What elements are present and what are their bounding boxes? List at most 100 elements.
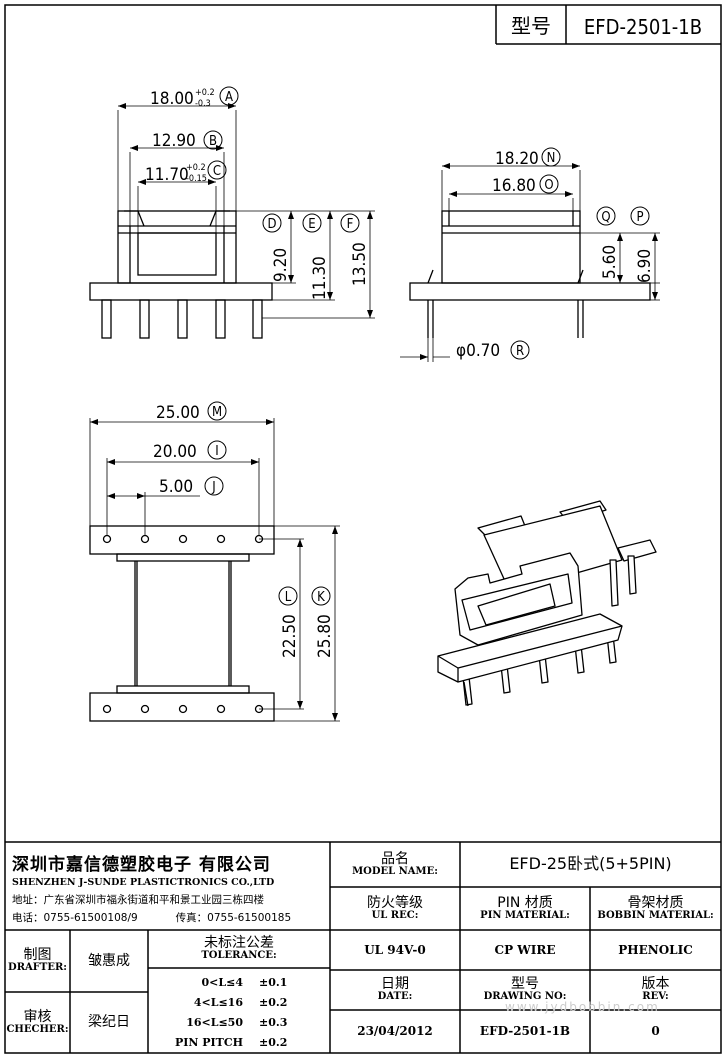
tolerance-row: PIN PITCH ±0.2 — [148, 1032, 330, 1052]
bottom-view — [89, 525, 275, 722]
drawing-no-value: EFD-2501-1B — [479, 1024, 571, 1039]
checker-value: 梁纪日 — [88, 1014, 130, 1031]
date-en: DATE: — [377, 991, 413, 1003]
company-name-en: SHENZHEN J-SUNDE PLASTICTRONICS CO.,LTD — [12, 877, 275, 888]
dim-i-ref: I — [215, 444, 218, 459]
dim-q-value: 5.60 — [600, 245, 620, 279]
drawing-no-cn: 型号 — [511, 976, 539, 993]
dim-e-value: 11.30 — [310, 256, 330, 300]
drafter-en: DRAFTER: — [8, 962, 67, 974]
dim-d-ref: D — [267, 217, 276, 232]
dim-r-value: φ0.70 — [456, 341, 500, 361]
tolerance-en: TOLERANCE: — [201, 950, 277, 962]
pin-material-value: CP WIRE — [494, 942, 556, 957]
dim-m-value: 25.00 — [156, 403, 200, 423]
drafter-label-cell: 制图 DRAFTER: — [5, 930, 70, 992]
dim-b-value: 12.90 — [152, 131, 196, 151]
drawing-no-en: DRAWING NO: — [483, 991, 567, 1003]
tolerance-row: 16<L≤50 ±0.3 — [148, 1012, 330, 1032]
pin-material-label-cell: PIN 材质 PIN MATERIAL: — [460, 887, 590, 930]
dim-n-value: 18.20 — [495, 149, 539, 169]
dim-l-value: 22.50 — [280, 614, 300, 658]
side-view — [409, 210, 651, 338]
company-fax: 传真：0755-61500185 — [175, 912, 292, 924]
ul-rec-en: UL REC: — [371, 909, 419, 921]
dim-b-ref: B — [209, 134, 217, 149]
header-model-value: EFD-2501-1B — [584, 15, 702, 39]
ul-rec-value: UL 94V-0 — [364, 942, 426, 957]
company-address: 地址：广东省深圳市福永街道和平和景工业园三栋四楼 — [12, 894, 264, 906]
dim-m-ref: M — [212, 405, 222, 420]
bottom-view-dim-labels: 25.00 M 20.00 I 5.00 J L K 22.50 25.80 — [153, 401, 335, 658]
dim-d-value: 9.20 — [271, 248, 291, 282]
isometric-view — [437, 500, 657, 707]
dim-c-value: 11.70 — [145, 165, 189, 185]
dim-f-ref: F — [347, 217, 354, 232]
dim-j-value: 5.00 — [159, 477, 193, 497]
dim-e-ref: E — [308, 217, 315, 232]
rev-label-cell: 版本 REV: — [590, 970, 721, 1010]
front-view-dim-labels: 18.00 +0.2 -0.3 A 12.90 B 11.70 +0.2 -0.… — [145, 86, 370, 300]
rev-value: 0 — [651, 1024, 660, 1039]
tolerance-range: PIN PITCH — [174, 1035, 243, 1049]
ul-rec-label-cell: 防火等级 UL REC: — [330, 887, 460, 930]
model-name-en: MODEL NAME: — [352, 865, 438, 877]
dim-p-value: 6.90 — [635, 249, 655, 283]
side-view-dim-labels: 18.20 N 16.80 O Q P 5.60 6.90 φ0.70 R — [456, 147, 655, 361]
tolerance-range: 0<L≤4 — [201, 975, 243, 989]
dim-k-value: 25.80 — [315, 614, 335, 658]
date-label-cell: 日期 DATE: — [330, 970, 460, 1010]
dim-i-value: 20.00 — [153, 442, 197, 462]
dim-c-tol-upper: +0.2 — [186, 163, 206, 173]
tolerance-value: ±0.2 — [259, 995, 288, 1009]
dim-o-value: 16.80 — [492, 176, 536, 196]
ul-rec-cn: 防火等级 — [367, 894, 423, 911]
rev-en: REV: — [642, 991, 669, 1003]
dim-p-ref: P — [636, 210, 643, 225]
checker-cn: 审核 — [23, 1008, 52, 1025]
dim-n-ref: N — [547, 151, 556, 166]
tolerance-range: 16<L≤50 — [186, 1015, 243, 1029]
model-name-label-cell: 品名 MODEL NAME: — [330, 842, 460, 887]
dim-l-ref: L — [285, 590, 292, 605]
company-tel: 电话：0755-61500108/9 — [12, 912, 138, 924]
company-info: 深圳市嘉信德塑胶电子 有限公司 SHENZHEN J-SUNDE PLASTIC… — [12, 850, 324, 925]
front-view-dimensions — [117, 103, 375, 319]
bobbin-material-cn: 骨架材质 — [627, 894, 684, 911]
checker-label-cell: 审核 CHECHER: — [5, 992, 70, 1053]
drawing-no-label-cell: 型号 DRAWING NO: — [460, 970, 590, 1010]
dim-r-ref: R — [516, 344, 524, 359]
dim-c-ref: C — [213, 164, 221, 179]
bobbin-material-en: BOBBIN MATERIAL: — [597, 909, 714, 921]
dim-o-ref: O — [544, 178, 553, 193]
dim-a-tol-upper: +0.2 — [195, 88, 215, 98]
model-name-cn: 品名 — [381, 850, 409, 867]
side-view-dimensions — [400, 163, 660, 362]
bobbin-material-label-cell: 骨架材质 BOBBIN MATERIAL: — [590, 887, 721, 930]
model-name-value: EFD-25卧式(5+5PIN) — [509, 854, 672, 874]
rev-cn: 版本 — [641, 976, 670, 993]
bobbin-material-value: PHENOLIC — [618, 942, 693, 957]
date-value: 23/04/2012 — [357, 1024, 433, 1039]
tolerance-table: 0<L≤4 ±0.1 4<L≤16 ±0.2 16<L≤50 ±0.3 PIN … — [148, 972, 330, 1052]
dim-j-ref: J — [211, 480, 215, 495]
tolerance-range: 4<L≤16 — [193, 995, 243, 1009]
drafter-value: 皱惠成 — [88, 952, 130, 969]
company-name-cn: 深圳市嘉信德塑胶电子 有限公司 — [12, 855, 271, 875]
tolerance-value: ±0.3 — [259, 1015, 288, 1029]
tolerance-cn: 未标注公差 — [204, 935, 274, 952]
dim-a-value: 18.00 — [150, 89, 194, 109]
tolerance-row: 4<L≤16 ±0.2 — [148, 992, 330, 1012]
bottom-view-dimensions — [89, 418, 340, 722]
tolerance-label-cell: 未标注公差 TOLERANCE: — [148, 930, 330, 968]
dim-f-value: 13.50 — [350, 242, 370, 286]
watermark: www.jydbobbin.com — [505, 1000, 660, 1014]
tolerance-value: ±0.2 — [259, 1035, 288, 1049]
header-model-label: 型号 — [511, 14, 551, 38]
dim-k-ref: K — [317, 590, 325, 605]
tolerance-row: 0<L≤4 ±0.1 — [148, 972, 330, 992]
header-box: 型号 EFD-2501-1B — [495, 5, 721, 45]
dim-a-ref: A — [225, 90, 233, 105]
